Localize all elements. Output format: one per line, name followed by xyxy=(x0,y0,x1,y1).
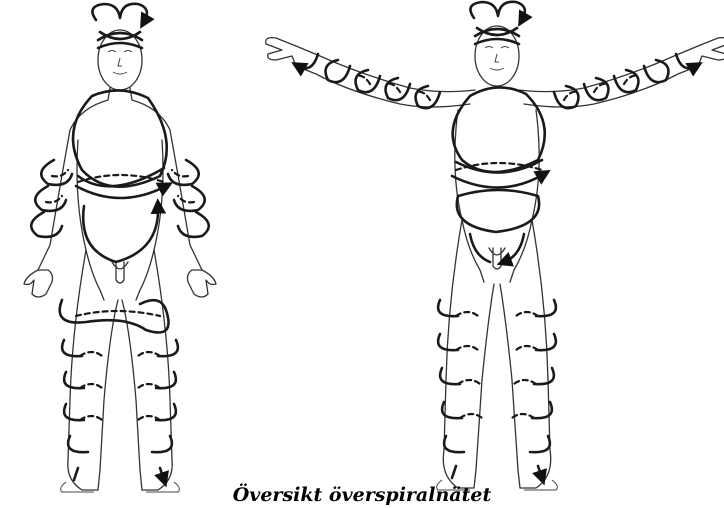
figure-front-arms-down xyxy=(24,4,216,492)
diagram-caption: Översikt överspiralnätet xyxy=(190,482,534,508)
figure-front-arms-raised xyxy=(266,2,724,490)
